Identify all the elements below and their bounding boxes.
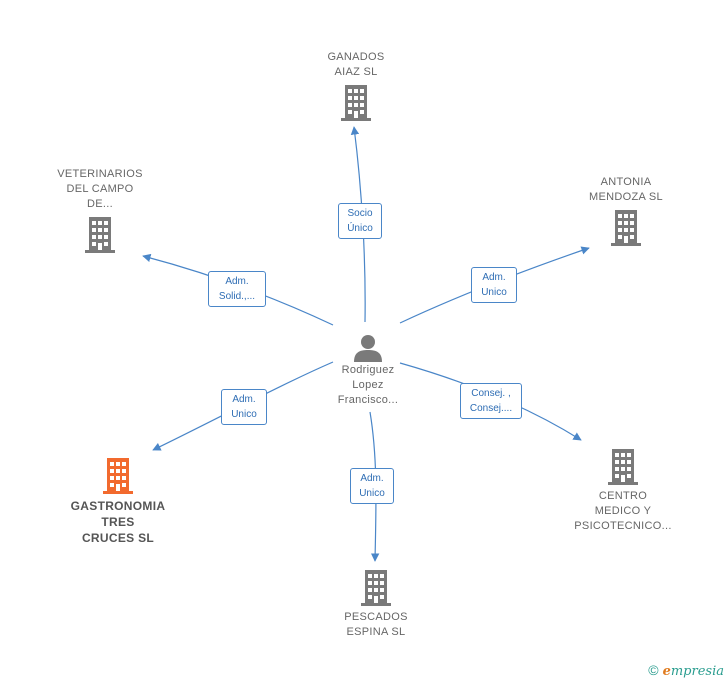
brand-logo-text: mpresia xyxy=(670,664,724,679)
building-icon xyxy=(361,570,391,606)
company-node-pescados[interactable]: PESCADOS ESPINA SL xyxy=(316,569,436,640)
building-icon xyxy=(608,449,638,485)
company-label: CENTRO MEDICO Y PSICOTECNICO... xyxy=(574,490,672,532)
building-icon xyxy=(611,210,641,246)
company-label: ANTONIA MENDOZA SL xyxy=(589,176,663,203)
person-name: Rodriguez Lopez Francisco... xyxy=(337,364,399,406)
brand-logo-e: e xyxy=(662,664,671,679)
building-icon xyxy=(85,217,115,253)
relation-label-antonia[interactable]: Adm. Unico xyxy=(471,267,517,303)
company-node-gastronomia[interactable]: GASTRONOMIA TRES CRUCES SL xyxy=(56,457,180,546)
relation-label-veterinarios[interactable]: Adm. Solid.,... xyxy=(208,271,266,307)
building-icon xyxy=(103,458,133,494)
company-node-ganados[interactable]: GANADOS AIAZ SL xyxy=(296,50,416,122)
relation-label-centro[interactable]: Consej. , Consej.... xyxy=(460,383,522,419)
company-node-antonia[interactable]: ANTONIA MENDOZA SL xyxy=(566,175,686,247)
copyright-footer: ©empresia xyxy=(648,662,724,679)
company-label: GASTRONOMIA TRES CRUCES SL xyxy=(70,499,166,545)
copyright-symbol: © xyxy=(648,662,659,678)
company-label: GANADOS AIAZ SL xyxy=(327,51,385,78)
relation-label-ganados[interactable]: Socio Único xyxy=(338,203,382,239)
relation-label-pescados[interactable]: Adm. Unico xyxy=(350,468,394,504)
company-label: PESCADOS ESPINA SL xyxy=(344,611,408,638)
person-node[interactable]: Rodriguez Lopez Francisco... xyxy=(318,333,418,408)
company-node-veterinarios[interactable]: VETERINARIOS DEL CAMPO DE... xyxy=(42,167,158,254)
relation-label-gastronomia[interactable]: Adm. Unico xyxy=(221,389,267,425)
company-label: VETERINARIOS DEL CAMPO DE... xyxy=(57,168,143,210)
company-node-centro[interactable]: CENTRO MEDICO Y PSICOTECNICO... xyxy=(562,448,684,534)
person-icon xyxy=(354,335,382,362)
building-icon xyxy=(341,85,371,121)
